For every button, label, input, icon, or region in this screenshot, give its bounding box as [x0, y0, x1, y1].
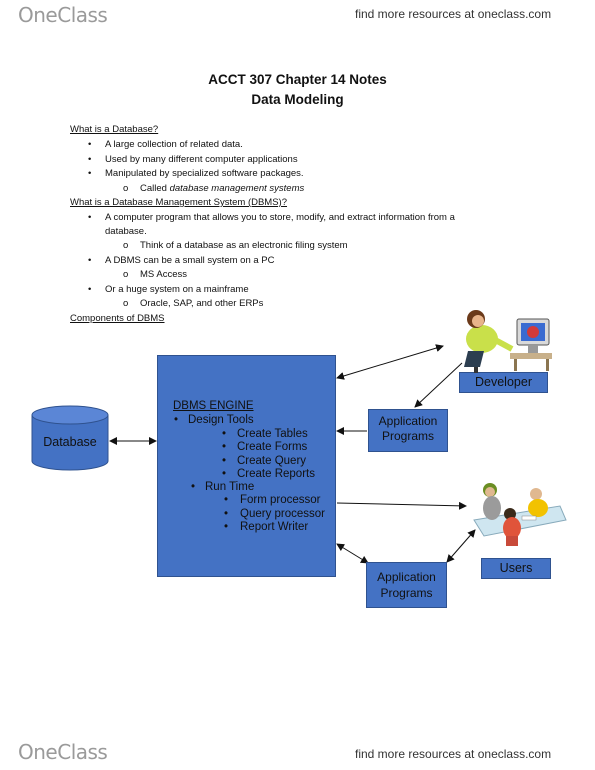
developer-clipart-icon: [464, 310, 552, 373]
app-label-line: Programs: [381, 429, 434, 443]
sub-item-text: Called: [140, 183, 170, 194]
bullet: •: [222, 468, 227, 480]
header-resources-link[interactable]: find more resources at oneclass.com: [355, 7, 552, 21]
run-item-text: Report Writer: [240, 521, 309, 533]
developer-box: [459, 372, 548, 393]
footer-resources-link[interactable]: find more resources at oneclass.com: [355, 747, 552, 761]
list-item-continuation: database.: [105, 226, 147, 237]
app-label-line: Application: [377, 570, 436, 584]
database-cylinder-icon: [31, 405, 109, 471]
oneclass-logo[interactable]: OneClass: [18, 3, 108, 27]
bullet: •: [222, 441, 227, 453]
bullet: •: [222, 455, 227, 467]
run-item: • Query processor: [224, 508, 326, 520]
users-meeting-clipart-icon: [473, 483, 567, 546]
bullet: •: [224, 494, 229, 506]
document-subtitle: Data Modeling: [251, 92, 344, 107]
list-item: A computer program that allows you to st…: [88, 212, 455, 223]
design-item: • Create Reports: [222, 468, 315, 480]
list-item: Manipulated by specialized software pack…: [88, 168, 304, 179]
app-label-line: Programs: [380, 586, 433, 600]
app-label-line: Application: [378, 414, 438, 428]
developer-label: Developer: [475, 375, 532, 389]
section-heading-dbms: What is a Database Management System (DB…: [70, 197, 288, 208]
application-programs-label-top: Application Programs: [368, 414, 448, 444]
oneclass-logo-footer[interactable]: OneClass: [18, 740, 108, 764]
document-title: ACCT 307 Chapter 14 Notes: [208, 72, 387, 87]
users-label: Users: [499, 561, 533, 575]
run-time-text: Run Time: [205, 481, 255, 493]
list-item: A DBMS can be a small system on a PC: [88, 255, 275, 266]
bullet: •: [224, 521, 229, 533]
design-item-text: Create Query: [237, 455, 307, 467]
list-item: Or a huge system on a mainframe: [88, 284, 249, 295]
bullet: •: [222, 428, 227, 440]
design-tools-text: Design Tools: [188, 414, 254, 426]
section-heading-components: Components of DBMS: [70, 313, 165, 324]
dbms-engine-title: DBMS ENGINE: [173, 400, 254, 412]
sub-list-item: Oracle, SAP, and other ERPs: [123, 298, 263, 309]
section-heading-database: What is a Database?: [70, 124, 159, 135]
application-programs-label-bottom: Application Programs: [366, 569, 447, 601]
design-item-text: Create Reports: [237, 468, 315, 480]
dbms-engine-box: [157, 355, 336, 577]
list-item: Used by many different computer applicat…: [88, 154, 298, 165]
bullet: •: [191, 481, 196, 493]
design-tools-label: • Design Tools: [174, 414, 254, 426]
run-item: • Report Writer: [224, 521, 309, 533]
sub-list-item: Think of a database as an electronic fil…: [123, 240, 347, 251]
run-item: • Form processor: [224, 494, 321, 506]
run-item-text: Form processor: [240, 494, 321, 506]
application-programs-box-bottom: [366, 562, 447, 608]
design-item: • Create Forms: [222, 441, 308, 453]
design-item-text: Create Tables: [237, 428, 308, 440]
users-box: [481, 558, 551, 579]
application-programs-box-top: [368, 409, 448, 452]
design-item: • Create Tables: [222, 428, 308, 440]
list-item: A large collection of related data.: [88, 139, 243, 150]
design-item: • Create Query: [222, 455, 307, 467]
run-time-label: • Run Time: [191, 481, 255, 493]
run-item-text: Query processor: [240, 508, 326, 520]
sub-list-item: Called database management systems: [123, 183, 305, 194]
sub-item-emphasis: database management systems: [169, 183, 305, 194]
database-label: Database: [43, 435, 97, 449]
sub-list-item: MS Access: [123, 269, 187, 280]
design-item-text: Create Forms: [237, 441, 308, 453]
bullet: •: [224, 508, 229, 520]
bullet: •: [174, 414, 179, 426]
